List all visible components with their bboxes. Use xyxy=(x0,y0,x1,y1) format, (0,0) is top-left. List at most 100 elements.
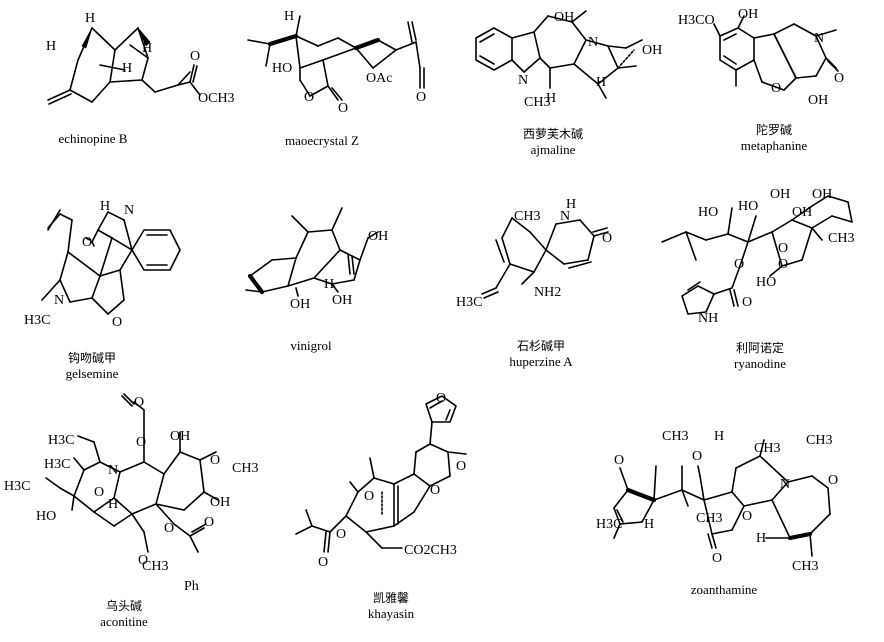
atom-label: OH xyxy=(368,229,388,244)
compound-name: maoecrystal Z xyxy=(285,133,359,148)
atom-label: CH3 xyxy=(806,433,832,448)
atom-label: CH3 xyxy=(232,461,258,476)
structure-maoecrystal-z: H HO OAc O O O xyxy=(247,9,426,116)
compound-name-zh: 西萝芙木碱 xyxy=(522,127,584,141)
atom-label: CH3 xyxy=(514,209,540,224)
atom-label: N xyxy=(124,203,134,218)
atom-label: OH xyxy=(332,293,352,308)
atom-label: O xyxy=(834,71,844,86)
structure-zoanthamine: CH3 H O O CH3 CH3 N O H3C H CH3 O O H CH… xyxy=(596,429,838,574)
compound-name: vinigrol xyxy=(290,338,332,353)
compound-caption: 乌头碱 aconitine xyxy=(100,598,148,630)
atom-label: OAc xyxy=(366,71,392,86)
atom-label: OH xyxy=(792,205,812,220)
atom-label: O xyxy=(338,101,348,116)
atom-label: OCH3 xyxy=(198,91,235,106)
atom-label: HO xyxy=(36,509,56,524)
atom-label: H xyxy=(100,199,110,214)
atom-label: H3C xyxy=(44,457,70,472)
compound-caption: zoanthamine xyxy=(691,582,757,598)
atom-label: O xyxy=(692,449,702,464)
compound-name: ajmaline xyxy=(530,142,576,157)
atom-label: N xyxy=(780,477,790,492)
atom-label: N xyxy=(108,463,118,478)
atom-label: O xyxy=(204,515,214,530)
compound-name: metaphanine xyxy=(740,138,808,153)
atom-label: NH xyxy=(698,311,718,326)
atom-label: OH xyxy=(812,187,832,202)
compound-caption: 石杉碱甲 huperzine A xyxy=(509,338,572,370)
compound-caption: 利阿诺定 ryanodine xyxy=(734,340,786,372)
structure-ajmaline: OH N OH N H CH3 H xyxy=(475,10,662,110)
compound-caption: maoecrystal Z xyxy=(285,133,359,149)
compound-name-zh: 凯雅馨 xyxy=(372,591,409,605)
atom-label: HO xyxy=(272,61,292,76)
structure-aconitine: O H3C O OH O CH3 H3C N H3C O HO OH O CH3… xyxy=(4,393,258,594)
atom-label: OH xyxy=(808,93,828,108)
atom-label: O xyxy=(94,485,104,500)
atom-label: CH3 xyxy=(792,559,818,574)
compound-name: ryanodine xyxy=(734,356,786,371)
atom-label: O xyxy=(712,551,722,566)
atom-label: H3C xyxy=(596,517,622,532)
atom-label: O xyxy=(734,257,744,272)
atom-label: O xyxy=(164,521,174,536)
atom-label: HO xyxy=(698,205,718,220)
atom-label: H xyxy=(546,91,556,106)
structure-khayasin: O O O O O O CO2CH3 xyxy=(295,391,467,570)
structure-vinigrol: OH OH OH H xyxy=(245,207,388,312)
atom-label: H xyxy=(596,75,606,90)
atom-label: O xyxy=(304,90,314,105)
atom-label: O xyxy=(136,435,146,450)
structure-metaphanine: H3CO OH N O O OH xyxy=(678,7,844,108)
atom-label: O xyxy=(742,509,752,524)
atom-label: HO xyxy=(738,199,758,214)
compound-name: khayasin xyxy=(367,606,415,621)
compound-caption: 陀罗碱 metaphanine xyxy=(741,122,807,154)
atom-label: OH xyxy=(290,297,310,312)
compound-name-zh: 陀罗碱 xyxy=(755,123,793,137)
atom-label: H xyxy=(756,531,766,546)
compound-name: zoanthamine xyxy=(690,582,758,597)
atom-label: O xyxy=(742,295,752,310)
atom-label: H xyxy=(108,497,118,512)
atom-label: O xyxy=(828,473,838,488)
compound-name: aconitine xyxy=(100,614,148,629)
atom-label: NH2 xyxy=(534,285,561,300)
atom-label: H3C xyxy=(4,479,30,494)
atom-label: OH xyxy=(642,43,662,58)
compound-caption: vinigrol xyxy=(290,338,331,354)
compound-caption: 西萝芙木碱 ajmaline xyxy=(523,126,583,158)
atom-label: H xyxy=(122,61,132,76)
atom-label: OH xyxy=(770,187,790,202)
atom-label: O xyxy=(134,395,144,410)
atom-label: CH3 xyxy=(662,429,688,444)
atom-label: O xyxy=(364,489,374,504)
atom-label: H xyxy=(714,429,724,444)
atom-label: Ph xyxy=(184,579,199,594)
atom-label: H3C xyxy=(456,295,482,310)
atom-label: OH xyxy=(170,429,190,444)
structure-echinopine-b: H H H H OCH3 O xyxy=(46,11,235,106)
structure-ryanodine: HO HO OH OH OH CH3 HO O O O NH O xyxy=(661,187,854,326)
compound-name-zh: 石杉碱甲 xyxy=(516,339,566,353)
atom-label: O xyxy=(430,483,440,498)
atom-label: CH3 xyxy=(696,511,722,526)
atom-label: H3C xyxy=(24,313,50,328)
structure-huperzine-a: CH3 H N O NH2 H3C xyxy=(456,197,612,310)
atom-label: OH xyxy=(210,495,230,510)
atom-label: O xyxy=(602,231,612,246)
atom-label: O xyxy=(210,453,220,468)
atom-label: CH3 xyxy=(142,559,168,574)
atom-label: O xyxy=(778,257,788,272)
atom-label: O xyxy=(318,555,328,570)
compound-caption: 钩吻碱甲 gelsemine xyxy=(66,350,119,382)
atom-label: H3C xyxy=(48,433,74,448)
atom-label: CH3 xyxy=(524,95,550,110)
atom-label: H3CO xyxy=(678,13,715,28)
atom-label: O xyxy=(778,241,788,256)
compound-caption: echinopine B xyxy=(59,131,128,147)
atom-label: O xyxy=(138,553,148,568)
compound-name-zh: 利阿诺定 xyxy=(735,341,785,355)
atom-label: N xyxy=(814,31,824,46)
